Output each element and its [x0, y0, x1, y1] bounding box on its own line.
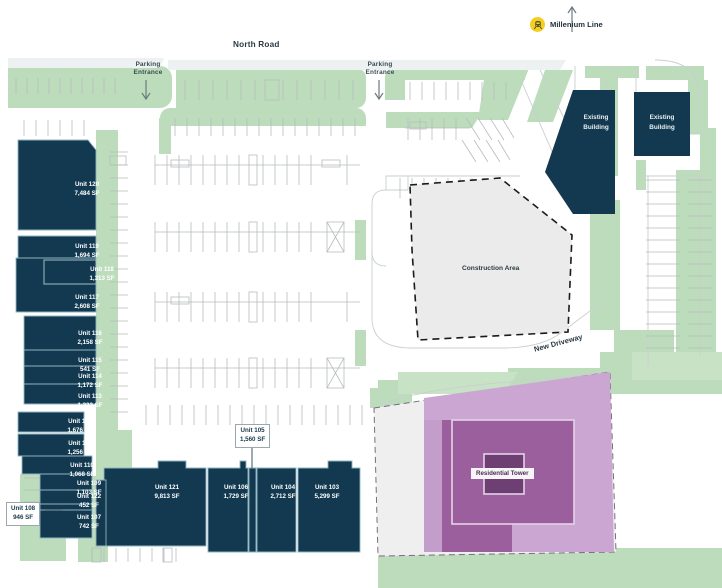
landscape-green-secondary: [398, 352, 722, 394]
north-road: [8, 58, 566, 70]
existing-buildings: [545, 90, 690, 214]
unit-id: Unit 108: [11, 505, 36, 512]
millenium-line-label: Millenium Line: [550, 20, 603, 29]
residential-tower-parcel: [373, 371, 617, 557]
existing-building-1-label: Existing Building: [583, 114, 609, 131]
parking-entrance-label-left: Parking Entrance: [128, 61, 168, 76]
parking-entrance-arrows: [141, 80, 384, 101]
residential-tower-label: Residential Tower: [471, 468, 534, 479]
transit-line-arrow: [567, 5, 577, 32]
unit-id: Unit 105: [240, 427, 265, 434]
retail-unit-shapes: [15, 139, 361, 553]
construction-area-shape: [409, 177, 573, 341]
construction-area-label: Construction Area: [462, 265, 520, 272]
north-road-label: North Road: [233, 40, 280, 49]
parking-entrance-text-right: Parking Entrance: [365, 61, 395, 76]
millenium-line-marker[interactable]: Millenium Line: [530, 17, 603, 32]
parking-stalls: [15, 78, 712, 563]
parking-entrance-label-right: Parking Entrance: [360, 61, 400, 76]
unit-area: 1,560 SF: [240, 435, 266, 443]
train-icon: [530, 17, 545, 32]
parking-entrance-text-left: Parking Entrance: [133, 61, 163, 76]
existing-building-2-label: Existing Building: [649, 114, 675, 131]
unit-area: 946 SF: [13, 513, 34, 521]
